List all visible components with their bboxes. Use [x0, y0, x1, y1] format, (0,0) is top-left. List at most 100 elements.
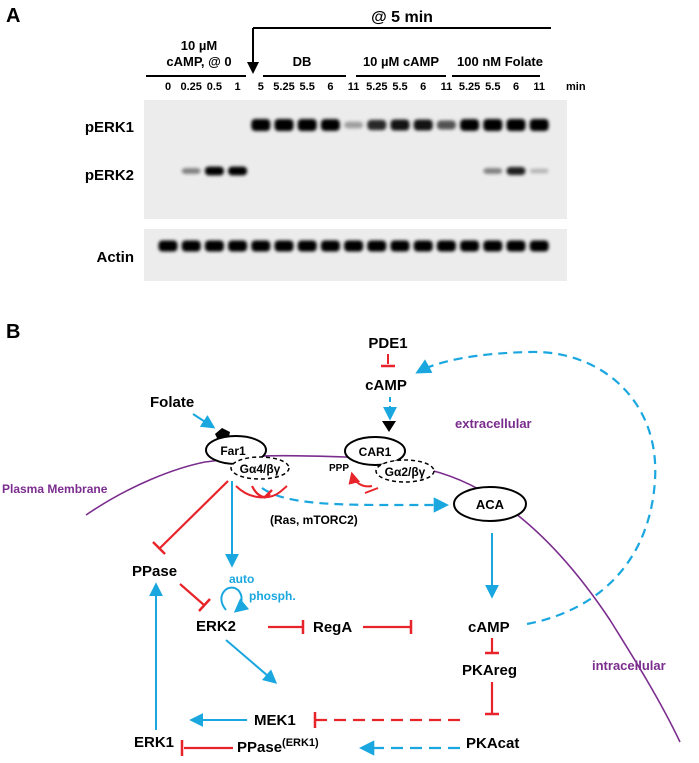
perk1-band	[483, 119, 503, 131]
auto-phosph-line2: phosph.	[249, 589, 296, 603]
perk1-band	[390, 119, 410, 131]
panel-a: A @ 5 min 10 µM cAMP, @ 0 DB 10 µM cAMP …	[6, 5, 586, 281]
perk2-band	[181, 168, 201, 174]
actin-band	[483, 240, 503, 252]
actin-band	[529, 240, 549, 252]
actin-band	[251, 240, 271, 252]
group-camp: 10 µM cAMP	[363, 54, 439, 69]
lane-label: 6	[420, 81, 426, 93]
top-header: @ 5 min	[371, 9, 433, 26]
plasma-membrane	[85, 454, 681, 743]
g-alpha2-protein	[375, 459, 435, 483]
lane-label: 5.25	[273, 81, 294, 93]
perk1-band	[529, 119, 549, 131]
lane-label: 6	[327, 81, 333, 93]
erk2-auto-phosph-arrow	[220, 586, 250, 613]
g-alpha4-inhibits-g-alpha2	[235, 485, 379, 499]
intracellular-label: intracellular	[592, 658, 666, 673]
lane-label: 0.5	[207, 81, 222, 93]
lane-label: 5.5	[485, 81, 500, 93]
lane-label: 1	[235, 81, 241, 93]
lane-label: 0.25	[180, 81, 201, 93]
perk1-band	[367, 119, 387, 131]
perk2-band	[529, 168, 549, 174]
blot-perk	[144, 100, 567, 219]
group-db: DB	[293, 54, 312, 69]
far1-inhibits-ppase	[159, 480, 229, 549]
ppase-erk1-label: PPase(ERK1)	[237, 737, 319, 756]
lane-label: 11	[533, 81, 545, 93]
car1-phospho-arrow	[348, 471, 373, 488]
pkacat-label: PKAcat	[466, 735, 519, 752]
mek1-label: MEK1	[254, 712, 296, 729]
lane-label: 5.5	[300, 81, 315, 93]
group-left-line2: cAMP, @ 0	[166, 54, 231, 69]
perk1-band	[274, 119, 294, 131]
aca-enzyme	[453, 486, 527, 522]
rega-label: RegA	[313, 619, 352, 636]
perk2-band	[204, 166, 224, 176]
g-alpha2-label: Gα2/βγ	[385, 465, 426, 479]
actin-band	[367, 240, 387, 252]
red-inhibit-curve-bar	[263, 489, 273, 499]
perk1-band	[320, 119, 340, 131]
erk2-to-mek1	[225, 639, 278, 684]
actin-band	[204, 240, 224, 252]
lane-label: 5.25	[366, 81, 387, 93]
folate-label: Folate	[150, 394, 194, 411]
lane-label: 11	[348, 81, 360, 93]
group-left-line1: 10 µM	[181, 38, 217, 53]
car1-receptor	[344, 436, 406, 466]
lane-label: 11	[441, 81, 453, 93]
pde1-label: PDE1	[368, 335, 407, 352]
blot-actin	[144, 229, 567, 281]
ppase-erk1-sup: (ERK1)	[282, 737, 319, 749]
lane-label: 6	[513, 81, 519, 93]
row-actin: Actin	[97, 249, 135, 266]
g-alpha4-to-aca	[261, 487, 450, 513]
far1-label: Far1	[220, 444, 246, 458]
perk2-band	[483, 168, 503, 174]
bands-perk1	[251, 119, 549, 131]
panel-a-label: A	[6, 5, 20, 27]
perk1-band	[413, 119, 433, 131]
perk1-band	[436, 120, 456, 130]
auto-phosph-line1: auto	[229, 572, 254, 586]
ppp-label: PPP	[329, 463, 349, 474]
camp-extracellular: cAMP	[365, 377, 407, 394]
camp-intracellular: cAMP	[468, 619, 510, 636]
ppase-inhibits-erk2	[179, 583, 205, 606]
actin-band	[506, 240, 526, 252]
far1-inhibits-ppase-bar	[152, 541, 166, 555]
perk2-band	[506, 166, 526, 176]
erk2-label: ERK2	[196, 618, 236, 635]
pkareg-label: PKAreg	[462, 662, 517, 679]
ppase-erk1-text: PPase	[237, 739, 282, 756]
red-inhibit-curve	[251, 485, 271, 498]
perk1-band	[344, 121, 364, 129]
extracellular-label: extracellular	[455, 416, 532, 431]
lane-unit: min	[566, 81, 586, 93]
actin-band	[460, 240, 480, 252]
lane-label: 5.5	[392, 81, 407, 93]
actin-band	[436, 240, 456, 252]
row-perk1: pERK1	[85, 119, 134, 136]
actin-band	[320, 240, 340, 252]
aca-label: ACA	[476, 497, 505, 512]
ppase-inhibits-erk2-bar	[198, 598, 211, 612]
car1-ligand-icon	[382, 421, 396, 432]
perk1-band	[506, 119, 526, 131]
row-perk2: pERK2	[85, 167, 134, 184]
g-alpha4-protein	[230, 456, 290, 480]
bands-actin	[158, 240, 549, 252]
ras-mtorc2-label: (Ras, mTORC2)	[270, 513, 358, 527]
actin-band	[344, 240, 364, 252]
perk2-band	[228, 166, 248, 176]
ppase-label: PPase	[132, 563, 177, 580]
lane-label: 0	[165, 81, 171, 93]
g-alpha4-label: Gα4/βγ	[240, 462, 281, 476]
perk1-band	[251, 119, 271, 131]
lane-label: 5	[258, 81, 264, 93]
